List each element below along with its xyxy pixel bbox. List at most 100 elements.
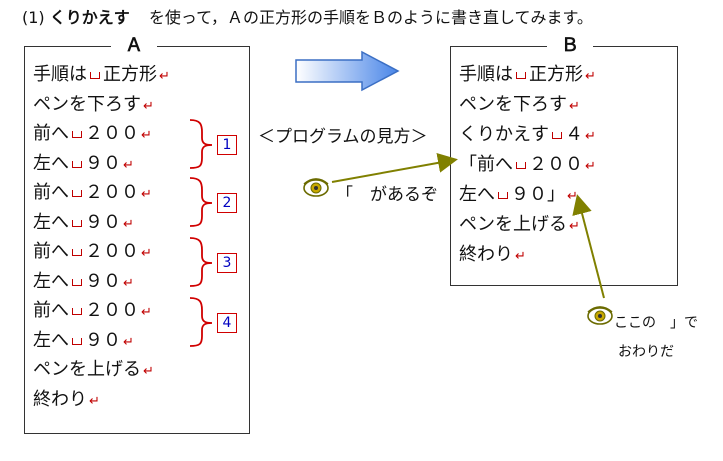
space-mark-icon [72,278,82,286]
page-title: (1) くりかえす を使って，Ａの正方形の手順をＢのように書き直してみます。 [22,4,593,28]
line-command: 左へ [33,211,69,233]
program-line: 左へ ９０↵ [33,152,134,178]
return-mark-icon: ↵ [123,334,134,350]
return-mark-icon: ↵ [123,216,134,232]
line-command: 前へ [33,300,69,321]
program-line: 左へ ９０↵ [33,211,134,237]
return-mark-icon: ↵ [585,129,596,144]
line-command: 左へ [33,329,69,351]
eye-icon [303,178,329,197]
program-line: 手順は正方形↵ [459,63,596,89]
line-command: 終わり [459,244,513,265]
space-mark-icon [72,131,82,138]
space-mark-icon [516,72,526,79]
line-command: 手順は [459,64,513,85]
line-command: 手順は [33,64,87,85]
return-mark-icon: ↵ [143,364,154,379]
space-mark-icon [516,162,526,169]
program-line: 「前へ ２００↵ [459,153,596,179]
line-argument: ２００ [529,154,583,175]
return-mark-icon: ↵ [515,249,526,264]
line-argument: ２００ [85,182,139,203]
open-bracket-pointer [331,152,458,183]
return-mark-icon: ↵ [585,69,596,84]
close-bracket-note: ここの 」で [614,315,698,331]
return-mark-icon: ↵ [569,99,580,114]
line-argument: ２００ [85,300,139,321]
program-line: 手順は正方形↵ [33,63,170,89]
group-number-1: 1 [217,135,237,155]
return-mark-icon: ↵ [141,305,152,320]
line-argument: 正方形 [103,64,157,85]
return-mark-icon: ↵ [123,157,134,173]
program-line: ペンを上げる↵ [459,213,580,239]
space-mark-icon [72,337,82,345]
line-command: 左へ [459,184,495,205]
line-command: 終わり [33,388,87,410]
line-command: 前へ [33,182,69,203]
program-line: ペンを下ろす↵ [33,93,154,119]
close-bracket-pointer [572,194,605,299]
program-line: 左へ ９０↵ [33,329,134,355]
return-mark-icon: ↵ [585,159,596,174]
group-number-2: 2 [217,193,237,213]
title-keyword: くりかえす [49,8,130,27]
program-line: 終わり↵ [33,388,100,414]
group-braces [189,119,213,347]
line-command: 「前へ [459,154,513,175]
line-argument: ２００ [85,123,139,144]
program-line: 前へ ２００↵ [33,122,152,148]
line-command: くりかえす [459,124,549,145]
line-argument: ４ [565,124,583,145]
space-mark-icon [72,308,82,315]
return-mark-icon: ↵ [123,275,134,291]
program-line: くりかえす ４↵ [459,123,596,149]
line-argument: ９０ [85,270,121,292]
program-line: ペンを下ろす↵ [459,93,580,119]
return-mark-icon: ↵ [159,69,170,84]
program-line: ペンを上げる↵ [33,358,154,384]
return-mark-icon: ↵ [141,246,152,261]
space-mark-icon [552,132,562,139]
line-argument: ９０ [85,211,121,233]
program-line: 前へ ２００↵ [33,299,152,325]
open-bracket-note: 「 があるぞ [336,185,438,205]
line-command: ペンを上げる [33,359,141,380]
line-command: ペンを上げる [459,214,567,235]
title-number: (1) [22,8,45,27]
group-number-4: 4 [217,313,237,333]
return-mark-icon: ↵ [141,128,152,143]
space-mark-icon [72,190,82,197]
box-a-label: Ａ [111,36,157,56]
space-mark-icon [498,192,508,199]
line-command: 前へ [33,241,69,262]
return-mark-icon: ↵ [141,187,152,202]
space-mark-icon [72,219,82,227]
line-command: 左へ [33,152,69,174]
return-mark-icon: ↵ [89,393,100,409]
title-text: を使って，Ａの正方形の手順をＢのように書き直してみます。 [148,8,593,27]
space-mark-icon [90,72,100,79]
line-command: ペンを下ろす [33,93,141,115]
program-line: 前へ ２００↵ [33,181,152,207]
space-mark-icon [72,249,82,256]
box-b-label: Ｂ [547,36,593,56]
line-command: ペンを下ろす [459,94,567,115]
line-command: 左へ [33,270,69,292]
line-command: 前へ [33,123,69,144]
line-argument: ９０ [85,152,121,174]
line-argument: ２００ [85,241,139,262]
eye-icon-2 [587,306,613,325]
close-bracket-note-2: おわりだ [618,344,674,360]
line-argument: 正方形 [529,64,583,85]
group-number-3: 3 [217,253,237,273]
line-argument: ９０ [85,329,121,351]
return-mark-icon: ↵ [143,98,154,114]
transform-arrow-icon [295,50,400,92]
program-line: 終わり↵ [459,243,526,269]
program-view-caption: ＜プログラムの見方＞ [258,127,428,147]
space-mark-icon [72,160,82,168]
